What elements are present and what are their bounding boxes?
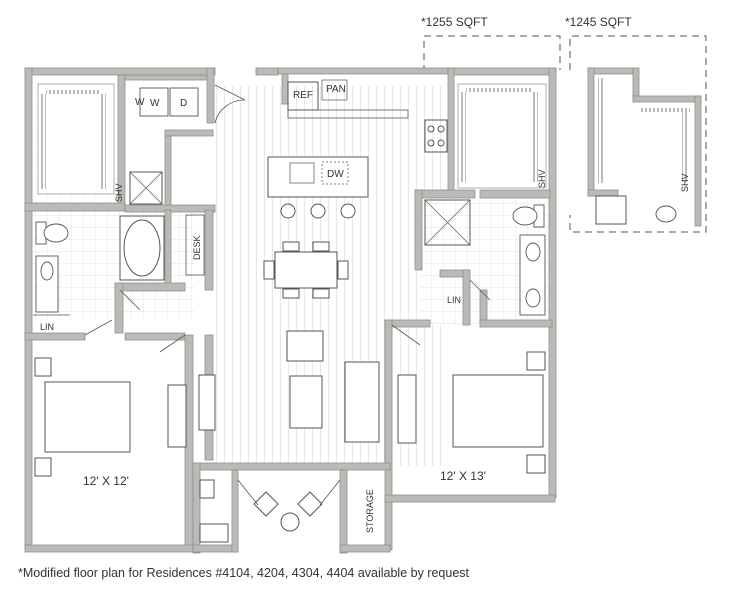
toilet-right <box>512 204 545 228</box>
option-1245-toilet <box>655 205 677 223</box>
option-1245-outline <box>569 35 707 233</box>
stove <box>424 119 448 153</box>
shelf-label-left: SHV <box>114 183 124 202</box>
dresser-left <box>167 384 187 448</box>
vanity-right <box>519 234 546 316</box>
option-1255-label: *1255 SQFT <box>421 15 488 29</box>
balcony-furniture <box>253 491 323 532</box>
option-1255-outline <box>423 35 561 72</box>
stool <box>310 203 326 219</box>
shelf-label-right: SHV <box>537 169 547 188</box>
dryer-text: D <box>180 98 187 109</box>
toilet-left <box>35 221 69 245</box>
dishwasher-label: DW <box>327 169 344 180</box>
footer-note: *Modified floor plan for Residences #410… <box>18 566 470 580</box>
walls <box>24 67 702 554</box>
water-heater <box>199 523 229 543</box>
closet-right <box>457 83 547 189</box>
stool <box>340 203 356 219</box>
linen-right-label: LIN <box>447 295 461 305</box>
shower-right <box>424 199 471 246</box>
bathtub <box>119 215 165 281</box>
tv-console <box>198 374 216 431</box>
dresser-right <box>397 374 417 444</box>
pantry-label: PAN <box>326 84 346 95</box>
stool <box>280 203 296 219</box>
bed-right <box>452 351 546 474</box>
desk <box>185 214 205 276</box>
option-1245-shelf-label: SHV <box>680 173 690 192</box>
counter-top <box>287 109 409 119</box>
linen-left-label: LIN <box>40 322 54 332</box>
coffee-table <box>289 375 323 429</box>
desk-label: DESK <box>192 235 202 260</box>
washer-text: W <box>150 98 160 109</box>
ac-unit <box>199 479 215 499</box>
closet-left <box>37 83 115 195</box>
option-1245-closet <box>598 78 690 183</box>
armchair <box>286 330 324 362</box>
option-1245-shower <box>595 195 627 225</box>
kitchen-island <box>267 156 369 198</box>
storage-label: STORAGE <box>365 489 375 533</box>
dryer <box>169 87 199 117</box>
option-1245-label: *1245 SQFT <box>565 15 632 29</box>
bedroom-left-size: 12' X 12' <box>83 474 129 488</box>
dining-table <box>274 251 338 289</box>
bedroom-right-size: 12' X 13' <box>440 469 486 483</box>
bed-left <box>34 357 131 477</box>
ref-label: REF <box>293 90 313 101</box>
doors <box>84 84 491 506</box>
shower-left <box>129 171 163 205</box>
vanity-left <box>35 255 59 313</box>
sofa <box>344 361 380 443</box>
pantry <box>321 79 348 101</box>
washer <box>139 87 169 117</box>
